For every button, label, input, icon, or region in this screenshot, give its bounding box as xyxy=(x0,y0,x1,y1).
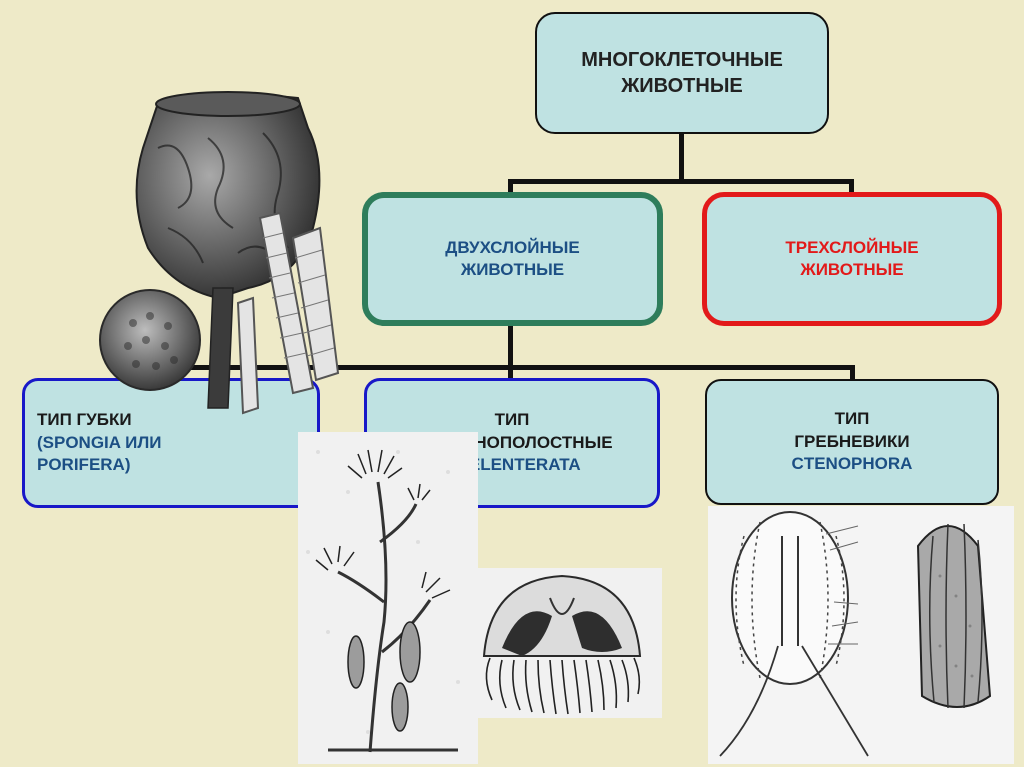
sponges-line1: ТИП ГУБКИ xyxy=(37,410,132,430)
ctenophores-phylum-box: ТИП ГРЕБНЕВИКИ CTENOPHORA xyxy=(705,379,999,505)
connector-root-down xyxy=(679,134,684,184)
diploblastic-animals-box: ДВУХСЛОЙНЫЕ ЖИВОТНЫЕ xyxy=(362,192,663,326)
root-line1: МНОГОКЛЕТОЧНЫЕ xyxy=(581,48,783,71)
diploblastic-line2: ЖИВОТНЫЕ xyxy=(460,260,565,279)
ctenophores-line3: CTENOPHORA xyxy=(791,454,913,474)
jellyfish-illustration xyxy=(462,568,662,718)
connector-to-diploblastic xyxy=(508,179,513,194)
multicellular-animals-box: МНОГОКЛЕТОЧНЫЕ ЖИВОТНЫЕ xyxy=(535,12,829,134)
sponge-illustration xyxy=(99,91,340,415)
diploblastic-line1: ДВУХСЛОЙНЫЕ xyxy=(445,237,580,257)
ctenophore-illustration xyxy=(708,506,1014,764)
hydroid-illustration xyxy=(298,432,478,764)
ctenophores-line2: ГРЕБНЕВИКИ xyxy=(794,431,910,451)
triploblastic-animals-box: ТРЕХСЛОЙНЫЕ ЖИВОТНЫЕ xyxy=(702,192,1002,326)
triploblastic-line1: ТРЕХСЛОЙНЫЕ xyxy=(785,237,919,257)
sponges-line3: PORIFERA) xyxy=(37,455,131,475)
root-line2: ЖИВОТНЫЕ xyxy=(621,75,743,97)
connector-diploblastic-down xyxy=(508,326,513,368)
connector-level1-horizontal xyxy=(508,179,854,184)
ctenophores-line1: ТИП xyxy=(834,409,870,429)
connector-to-coelenterates xyxy=(508,365,513,380)
connector-to-ctenophores xyxy=(850,365,855,380)
coelenterates-line1: ТИП xyxy=(494,410,530,430)
connector-to-triploblastic xyxy=(849,179,854,194)
sponges-line2: (SPONGIA ИЛИ xyxy=(37,432,162,452)
triploblastic-line2: ЖИВОТНЫЕ xyxy=(800,260,904,279)
